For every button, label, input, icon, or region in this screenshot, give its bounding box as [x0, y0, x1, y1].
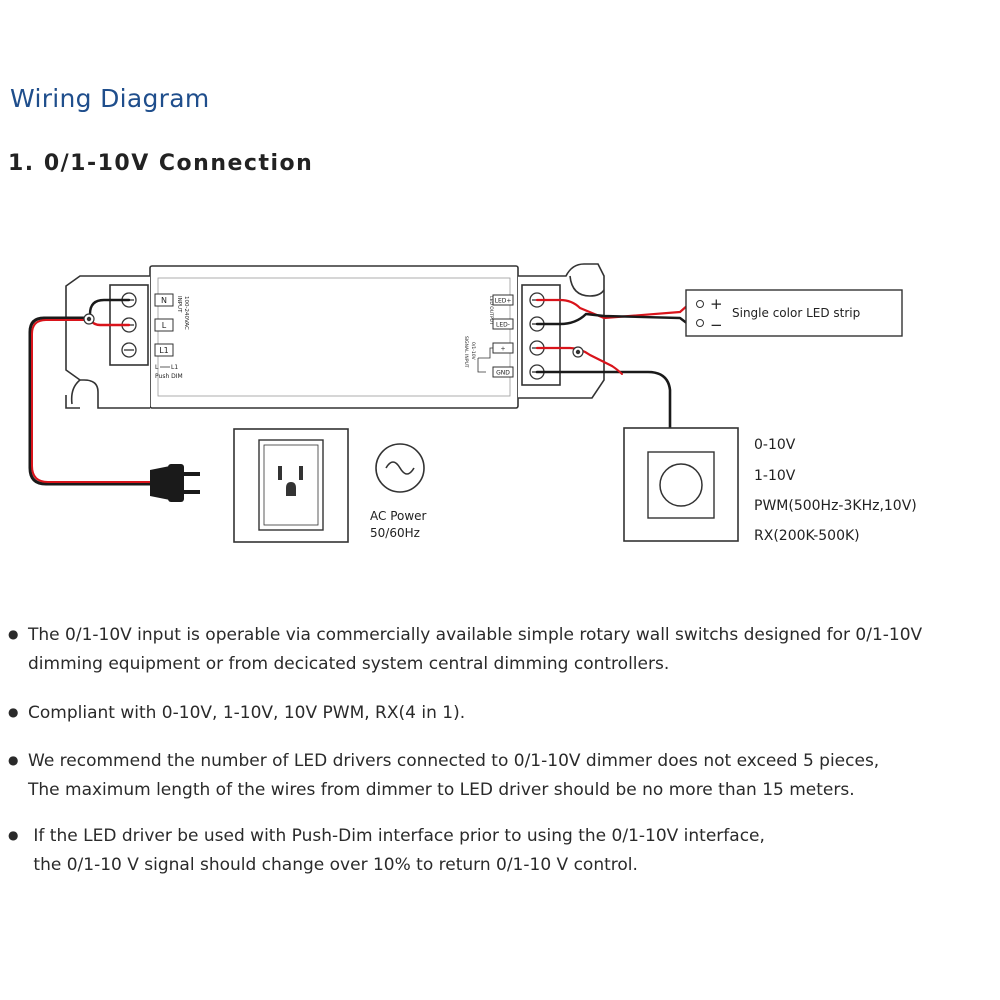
terminal-signal-plus: + — [500, 346, 505, 353]
input-label: INPUT — [176, 296, 182, 313]
page-title: Wiring Diagram — [10, 84, 210, 113]
note-text: dimming equipment or from decicated syst… — [28, 654, 670, 674]
signal-range: 0/1-10V — [470, 342, 476, 361]
led-strip-label: Single color LED strip — [732, 306, 860, 320]
bullet-icon: ● — [8, 828, 19, 842]
terminal-led-minus: LED- — [496, 322, 510, 329]
ac-frequency-label: 50/60Hz — [370, 526, 420, 540]
mode-rx: RX(200K-500K) — [754, 528, 860, 544]
cable-clamps — [83, 313, 584, 358]
terminal-signal-gnd: GND — [496, 370, 510, 377]
output-label: LED OUTPUT — [488, 296, 494, 325]
mains-plug — [150, 464, 200, 502]
terminal-n-label: N — [161, 296, 167, 305]
led-strip: + − Single color LED strip — [685, 289, 903, 337]
mode-1-10v: 1-10V — [754, 468, 796, 484]
note-item: ● If the LED driver be used with Push-Di… — [8, 821, 765, 880]
dimmer — [623, 427, 739, 542]
signal-label: SIGNAL INPUT — [463, 336, 469, 368]
note-text: Compliant with 0-10V, 1-10V, 10V PWM, RX… — [28, 703, 466, 723]
led-driver — [65, 263, 605, 409]
bullet-icon: ● — [8, 705, 19, 719]
section-title: 1. 0/1-10V Connection — [8, 151, 314, 176]
output-terminal-labels: LED+ LED- + GND LED OUTPUT SIGNAL INPUT … — [463, 294, 514, 378]
terminal-l1-label: L1 — [159, 346, 169, 355]
input-terminal-labels: N L L1 INPUT 100-240VAC L L1 Push DIM — [154, 293, 189, 380]
mode-pwm: PWM(500Hz-3KHz,10V) — [754, 498, 917, 514]
note-item: ● Compliant with 0-10V, 1-10V, 10V PWM, R… — [8, 698, 465, 728]
note-text: If the LED driver be used with Push-Dim … — [28, 826, 765, 846]
terminal-led-plus: LED+ — [495, 298, 512, 305]
wires — [28, 298, 690, 486]
note-text: The 0/1-10V input is operable via commer… — [28, 625, 923, 645]
input-voltage-label: 100-240VAC — [183, 296, 189, 330]
terminal-l-label: L — [162, 321, 167, 330]
note-text: The maximum length of the wires from dim… — [28, 780, 855, 800]
note-text: the 0/1-10 V signal should change over 1… — [28, 855, 638, 875]
wiring-diagram: N L L1 INPUT 100-240VAC L L1 Push DIM LE… — [28, 263, 917, 544]
led-minus-sign: − — [710, 316, 723, 334]
bullet-icon: ● — [8, 753, 19, 767]
push-dim-symbol-end: L1 — [171, 364, 178, 371]
push-dim-symbol: L — [155, 364, 159, 371]
note-text: We recommend the number of LED drivers c… — [28, 751, 880, 771]
wall-outlet — [233, 428, 349, 543]
push-dim-label: Push DIM — [155, 373, 183, 380]
led-plus-sign: + — [710, 295, 723, 313]
note-item: ● The 0/1-10V input is operable via comme… — [8, 620, 922, 679]
dimmer-modes: 0-10V 1-10V PWM(500Hz-3KHz,10V) RX(200K-… — [754, 437, 917, 544]
ac-power-symbol: AC Power 50/60Hz — [370, 443, 427, 540]
note-item: ● We recommend the number of LED drivers … — [8, 746, 879, 805]
mode-0-10v: 0-10V — [754, 437, 796, 453]
bullet-icon: ● — [8, 627, 19, 641]
ac-power-label: AC Power — [370, 509, 427, 523]
